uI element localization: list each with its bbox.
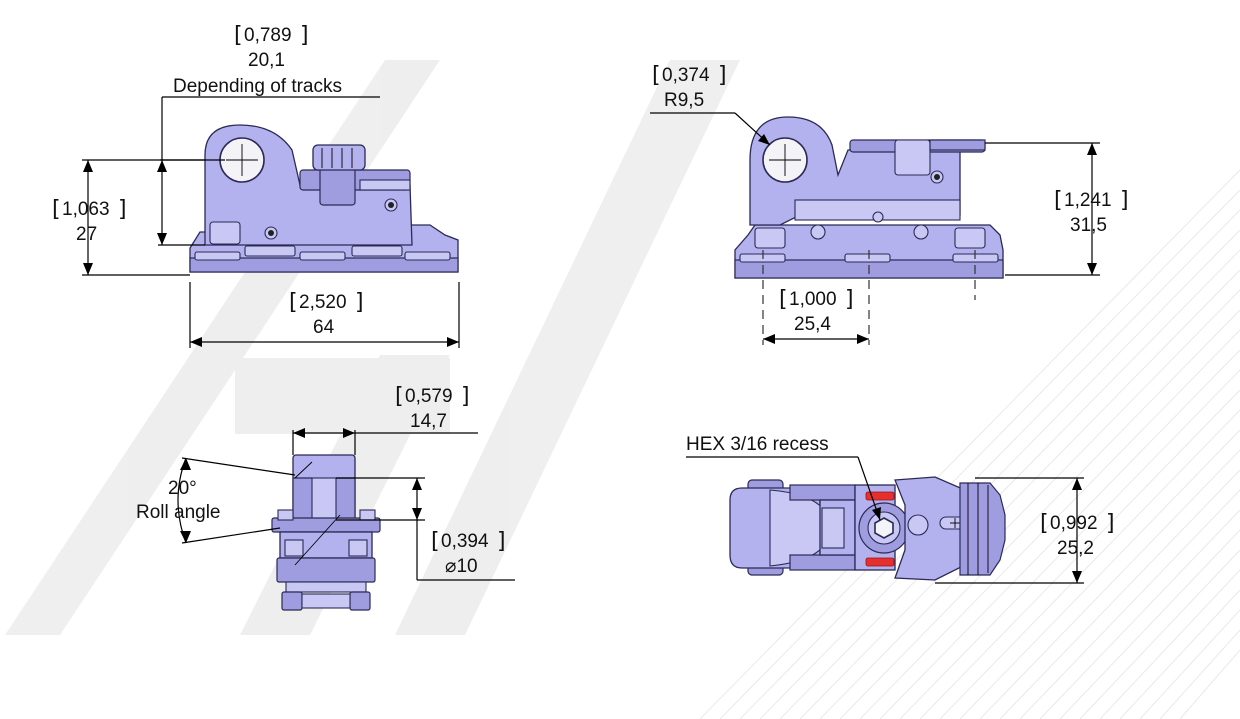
side-spacing-inch: 1,000 xyxy=(789,289,837,310)
watermark-hatch xyxy=(699,169,1240,719)
top-view xyxy=(686,456,1084,584)
svg-text:]: ] xyxy=(118,197,127,222)
svg-text:[: [ xyxy=(1054,188,1063,213)
svg-text:[: [ xyxy=(52,197,61,222)
svg-text:[: [ xyxy=(289,290,298,315)
svg-text:[: [ xyxy=(779,287,788,312)
end-dia-mm: ⌀10 xyxy=(445,556,478,577)
svg-text:]: ] xyxy=(461,384,470,409)
end-angle: 20° xyxy=(168,478,197,499)
end-width-inch: 0,579 xyxy=(405,386,453,407)
front-note: Depending of tracks xyxy=(173,76,342,97)
side-view xyxy=(650,112,1100,345)
front-width-mm: 64 xyxy=(313,317,335,338)
side-height-mm: 31,5 xyxy=(1070,215,1107,236)
svg-text:]: ] xyxy=(718,63,727,88)
front-height-inch: 1,063 xyxy=(62,199,110,220)
front-height-mm: 27 xyxy=(76,224,97,245)
front-top-inch: 0,789 xyxy=(244,25,292,46)
side-radius-mm: R9,5 xyxy=(664,90,704,111)
svg-text:]: ] xyxy=(300,23,309,48)
top-hex-recess xyxy=(874,517,894,539)
top-red-marker-upper xyxy=(865,491,895,501)
svg-text:]: ] xyxy=(1106,511,1115,536)
svg-text:]: ] xyxy=(1120,188,1129,213)
svg-text:[: [ xyxy=(1040,511,1049,536)
svg-text:[: [ xyxy=(395,384,404,409)
top-width-inch: 0,992 xyxy=(1050,513,1098,534)
svg-text:[: [ xyxy=(431,529,440,554)
svg-text:]: ] xyxy=(845,287,854,312)
side-radius-inch: 0,374 xyxy=(662,65,710,86)
top-hex-label: HEX 3/16 recess xyxy=(686,434,829,455)
svg-text:[: [ xyxy=(234,23,243,48)
end-view xyxy=(177,428,515,611)
front-view xyxy=(82,96,460,348)
svg-text:]: ] xyxy=(497,529,506,554)
end-angle-label: Roll angle xyxy=(136,502,221,523)
end-width-mm: 14,7 xyxy=(410,411,447,432)
side-height-inch: 1,241 xyxy=(1064,190,1112,211)
svg-text:]: ] xyxy=(355,290,364,315)
top-red-marker-lower xyxy=(865,557,895,567)
svg-text:[: [ xyxy=(652,63,661,88)
top-width-mm: 25,2 xyxy=(1057,538,1094,559)
side-spacing-mm: 25,4 xyxy=(794,314,831,335)
front-knob-stem xyxy=(319,166,356,206)
front-knob-cap xyxy=(312,144,366,171)
front-top-mm: 20,1 xyxy=(248,50,285,71)
end-dia-inch: 0,394 xyxy=(441,531,489,552)
front-width-inch: 2,520 xyxy=(299,292,347,313)
